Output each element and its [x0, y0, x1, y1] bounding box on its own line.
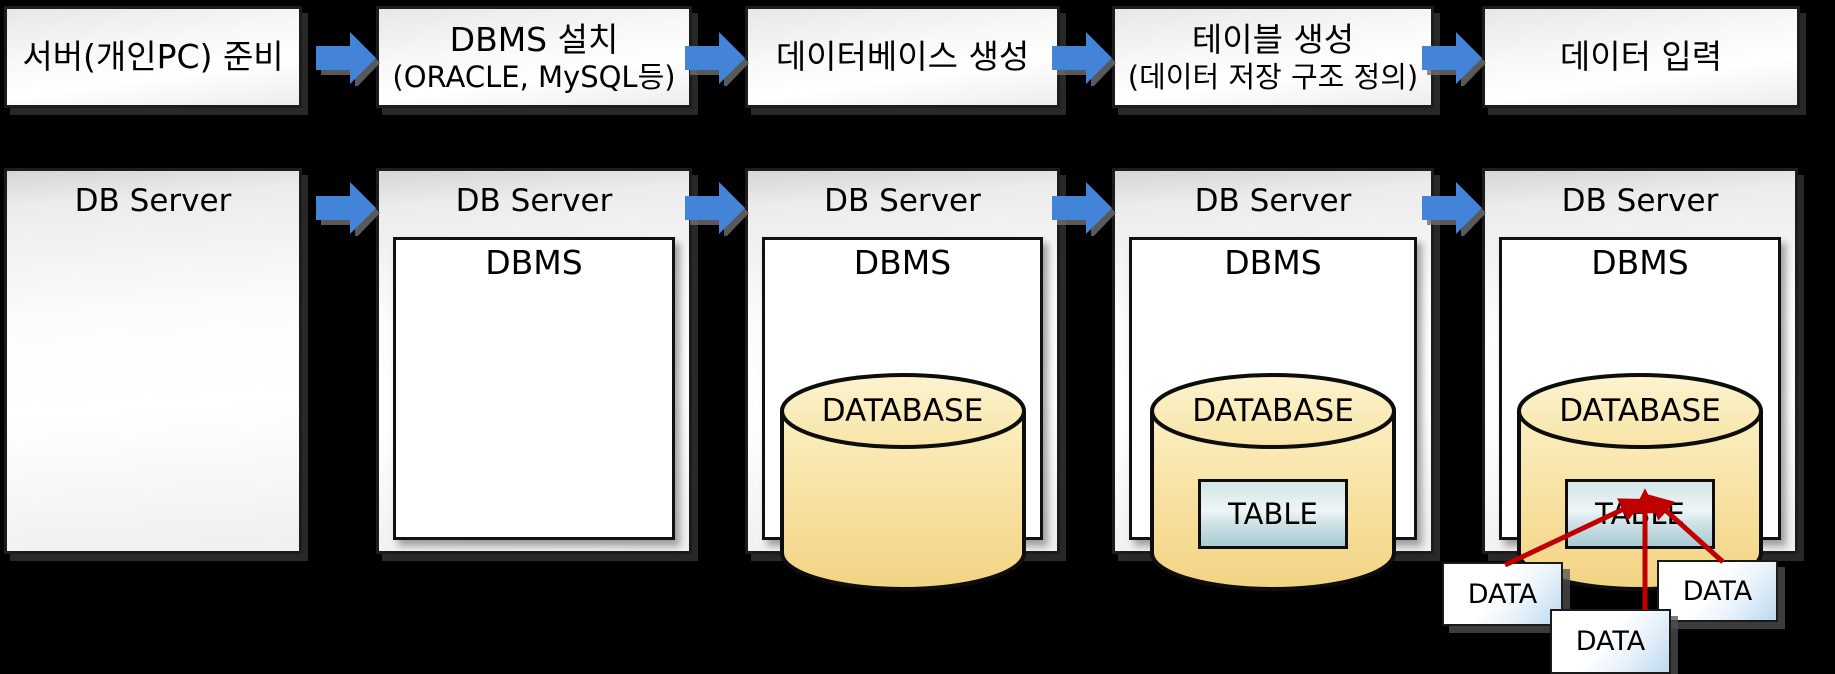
dbms-box: DBMS DATABASE TABLE [1499, 237, 1781, 591]
table-box: TABLE [1198, 479, 1348, 549]
flow-arrow-right-icon [316, 182, 380, 236]
data-label: DATA [1467, 578, 1538, 610]
step-box-server-prep: 서버(개인PC) 준비 [4, 6, 302, 108]
dbms-label: DBMS [1224, 243, 1322, 282]
step-title: 데이터베이스 생성 [775, 37, 1030, 77]
flow-arrow-right-icon [316, 32, 380, 86]
step-title: 데이터 입력 [1559, 37, 1723, 77]
table-label: TABLE [1595, 497, 1685, 531]
db-server-box-4: DB Server DBMS DATABASE TABLE [1112, 168, 1434, 591]
dbms-label: DBMS [1591, 243, 1689, 282]
database-cylinder-icon [779, 373, 1026, 591]
dbms-label: DBMS [485, 243, 583, 282]
db-server-box-1: DB Server [4, 168, 302, 554]
database-label: DATABASE [1192, 393, 1354, 429]
db-server-label: DB Server [74, 183, 232, 219]
db-server-box-3: DB Server DBMS DATABASE [745, 168, 1060, 591]
data-label: DATA [1575, 626, 1646, 657]
step-box-table-create: 테이블 생성 (데이터 저장 구조 정의) [1112, 6, 1434, 108]
flow-arrow-right-icon [1052, 182, 1116, 236]
data-box-2: DATA [1550, 609, 1671, 674]
step-box-dbms-install: DBMS 설치 (ORACLE, MySQL등) [376, 6, 692, 108]
step-title: 서버(개인PC) 준비 [22, 37, 284, 77]
db-server-label: DB Server [455, 183, 613, 219]
step-title: DBMS 설치 [449, 19, 619, 59]
db-server-label: DB Server [1561, 183, 1719, 219]
db-server-box-5: DB Server DBMS DATABASE TABLE [1482, 168, 1798, 591]
dbms-label: DBMS [853, 243, 952, 282]
flow-arrow-right-icon [685, 182, 749, 236]
data-box-1: DATA [1442, 562, 1563, 626]
step-box-database-create: 데이터베이스 생성 [745, 6, 1060, 108]
flow-arrow-right-icon [685, 32, 749, 86]
table-box: TABLE [1565, 479, 1715, 549]
flow-arrow-right-icon [1052, 32, 1116, 86]
step-box-data-input: 데이터 입력 [1482, 6, 1800, 108]
db-server-box-2: DB Server DBMS [376, 168, 692, 554]
flow-arrow-right-icon [1422, 182, 1486, 236]
data-label: DATA [1682, 575, 1753, 607]
step-title: 테이블 생성 [1191, 19, 1355, 59]
database-label: DATABASE [1559, 393, 1721, 429]
step-subtitle: (ORACLE, MySQL등) [392, 60, 676, 95]
db-server-label: DB Server [824, 183, 981, 219]
step-subtitle: (데이터 저장 구조 정의) [1127, 60, 1419, 95]
dbms-box: DBMS DATABASE TABLE [1129, 237, 1417, 591]
dbms-box: DBMS DATABASE [762, 237, 1043, 591]
database-label: DATABASE [821, 393, 984, 429]
flow-arrow-right-icon [1422, 32, 1486, 86]
db-server-label: DB Server [1194, 183, 1352, 219]
table-label: TABLE [1228, 497, 1318, 531]
data-box-3: DATA [1657, 560, 1778, 622]
dbms-box: DBMS [393, 237, 675, 540]
